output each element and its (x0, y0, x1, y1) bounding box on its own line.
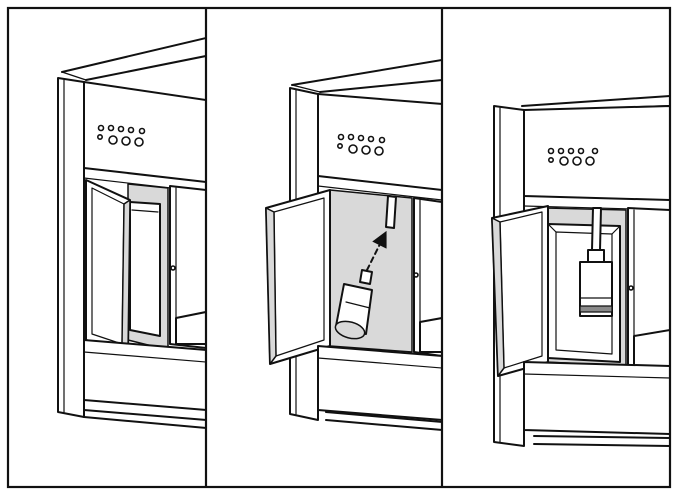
control-panel-buttons (97, 124, 146, 147)
panel-1 (57, 37, 205, 429)
control-panel-buttons (336, 133, 386, 156)
panel-2 (265, 59, 441, 431)
arrow-icon (366, 230, 387, 271)
water-bottle (334, 269, 373, 340)
control-panel-buttons (547, 147, 599, 166)
panel-3 (491, 95, 670, 447)
figure-frame (6, 6, 672, 489)
